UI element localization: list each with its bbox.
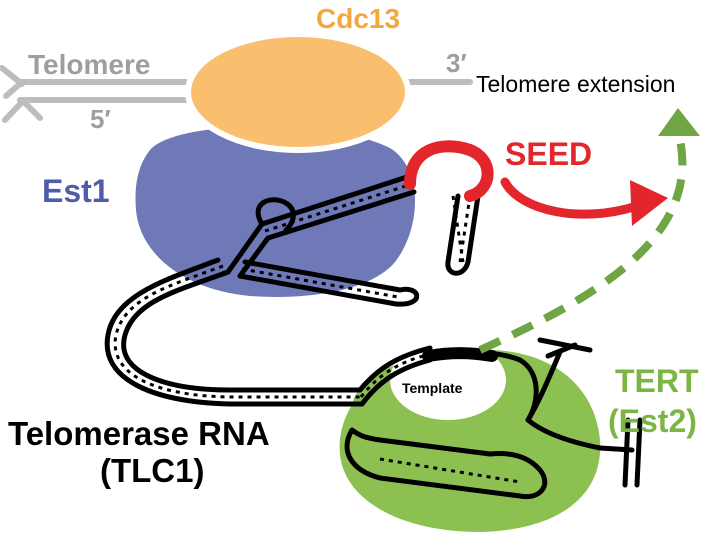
seed-label: SEED — [505, 136, 592, 172]
telomere-extension-label: Telomere extension — [476, 71, 675, 97]
tert-extension-arrow — [478, 139, 687, 354]
five-prime-label: 5′ — [90, 104, 111, 134]
seed-arrow-head — [630, 180, 668, 226]
telomere-label: Telomere — [28, 49, 150, 80]
seed-hairpin — [404, 140, 494, 202]
tert-label: TERT — [615, 363, 699, 399]
rna-terminal-stems — [537, 337, 643, 488]
telomerase-rna — [104, 173, 603, 500]
template-label: Template — [402, 380, 463, 396]
seed-arrow — [500, 177, 645, 219]
telomerase-rna-label: Telomerase RNA — [8, 415, 270, 452]
tlc1-label: (TLC1) — [100, 452, 204, 489]
cdc13-protein — [185, 31, 411, 153]
template-segment — [422, 347, 498, 362]
est2-label: (Est2) — [608, 403, 697, 439]
tert-extension-arrow-head — [658, 108, 700, 136]
cdc13-label: Cdc13 — [316, 3, 400, 34]
est1-protein — [135, 126, 415, 297]
tert-pocket — [390, 340, 506, 420]
rna-ladder-left — [113, 182, 521, 484]
est1-label: Est1 — [42, 173, 110, 209]
three-prime-label: 3′ — [446, 48, 467, 78]
